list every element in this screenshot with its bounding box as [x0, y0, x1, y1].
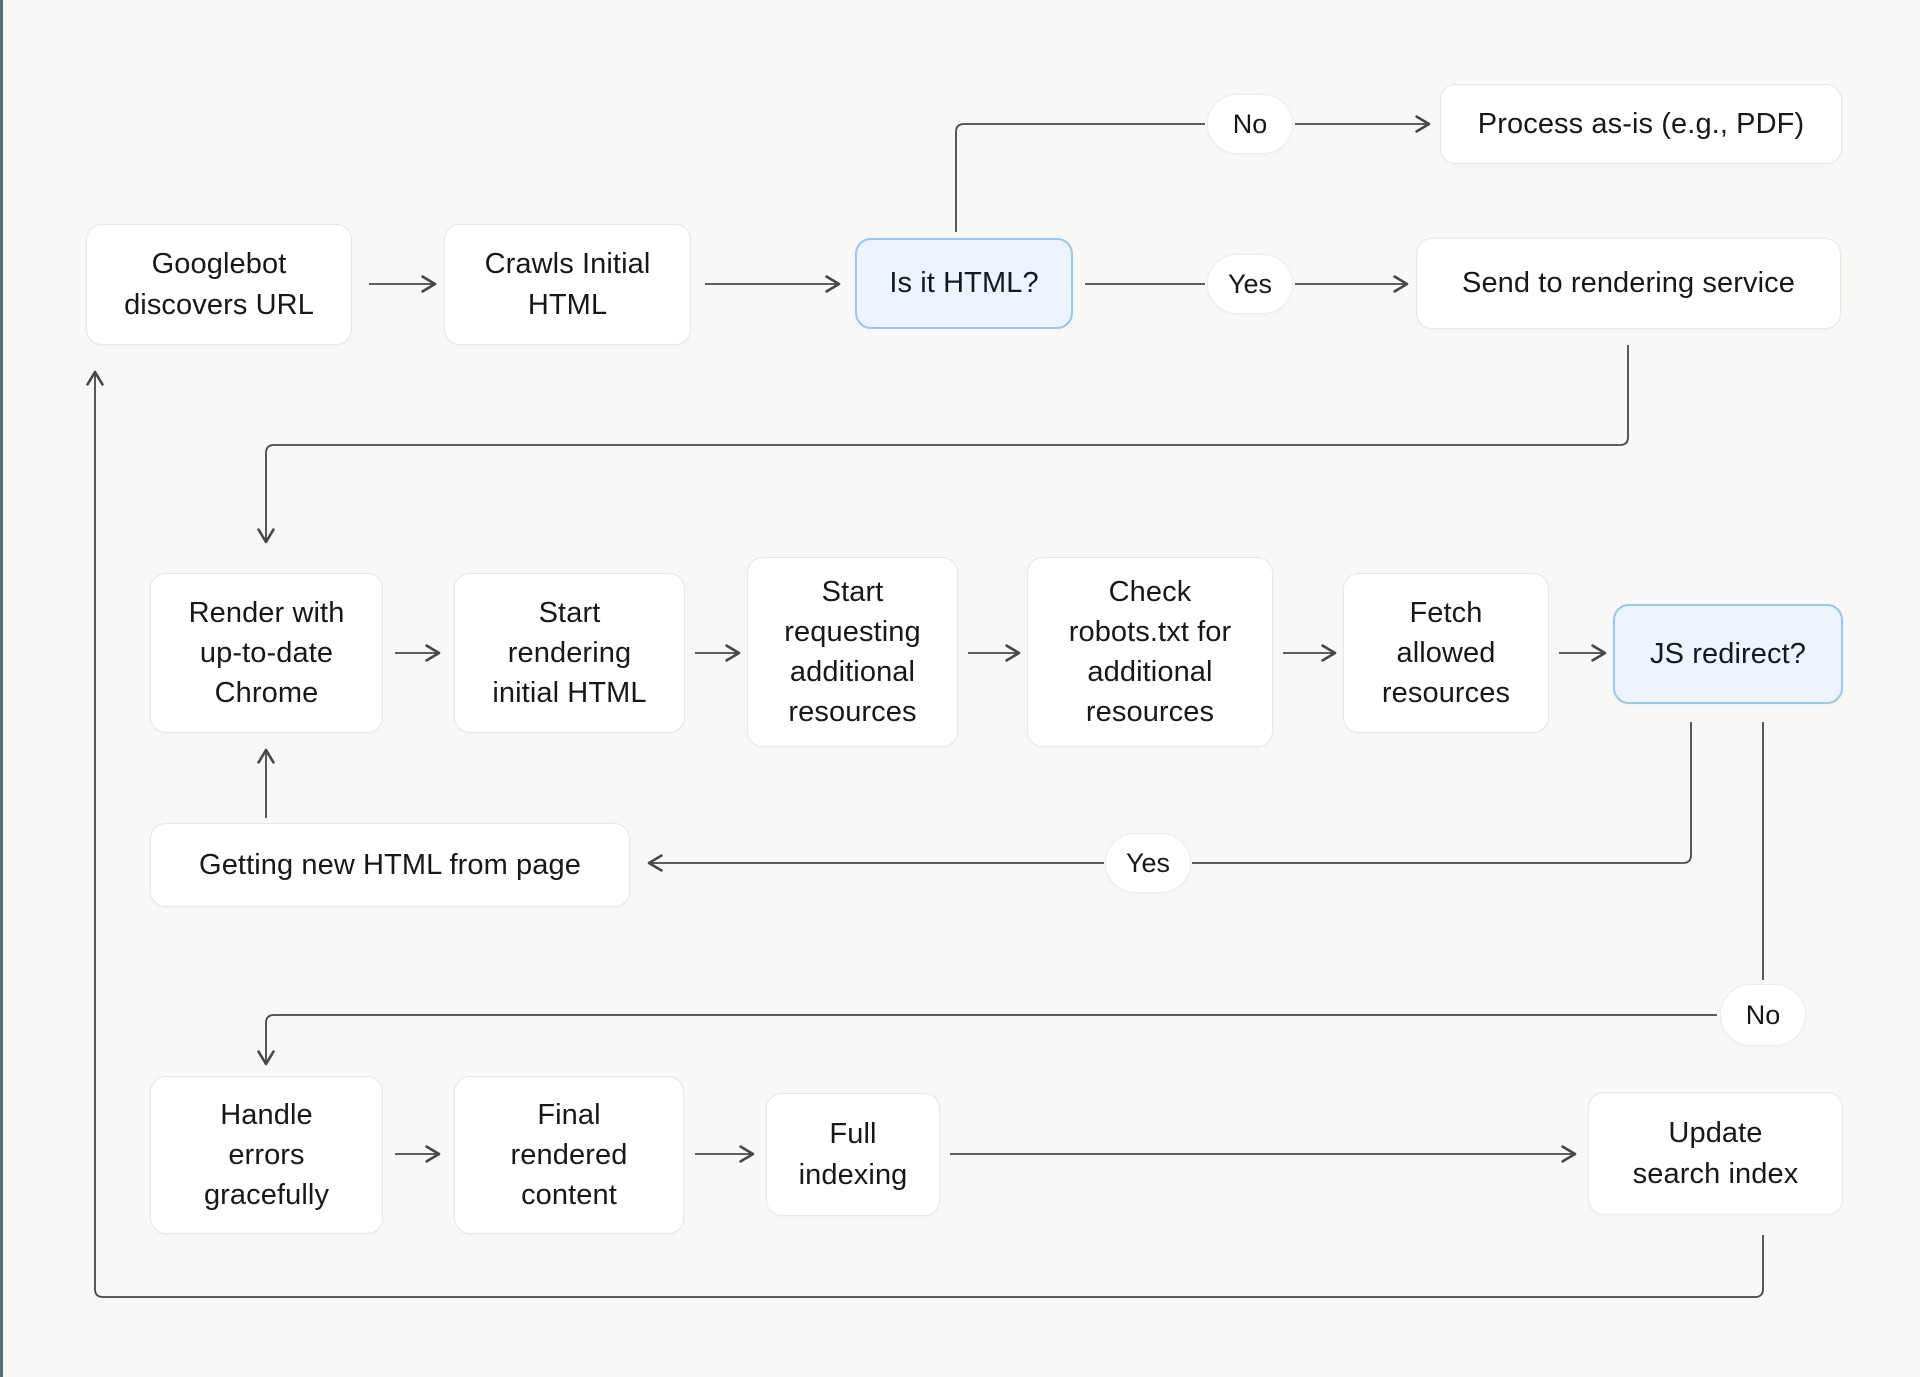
node-label: Getting new HTML from page — [199, 848, 581, 881]
edge-update-feedback-loop — [86, 370, 1764, 1298]
edge-isithtml-to-no-pill — [955, 123, 1205, 232]
node-label: Render with up-to-date Chrome — [188, 596, 345, 709]
node-label: Send to rendering service — [1462, 267, 1795, 300]
node-check-robots-txt: Check robots.txt for additional resource… — [1027, 557, 1273, 747]
edge-jsredirect-yes-drop — [1192, 722, 1692, 864]
node-start-requesting-resources: Start requesting additional resources — [747, 557, 958, 747]
node-process-as-is: Process as-is (e.g., PDF) — [1440, 84, 1842, 164]
edge-label: No — [1232, 108, 1268, 139]
node-label: Handle errors gracefully — [203, 1098, 330, 1211]
node-update-search-index: Update search index — [1588, 1092, 1843, 1215]
edge-label-pill-yes-top: Yes — [1207, 254, 1293, 314]
edge-label: Yes — [1227, 268, 1273, 299]
node-start-rendering-initial-html: Start rendering initial HTML — [454, 573, 685, 733]
node-final-rendered-content: Final rendered content — [454, 1076, 684, 1234]
node-is-it-html: Is it HTML? — [855, 238, 1073, 329]
node-crawls-initial-html: Crawls Initial HTML — [444, 224, 691, 345]
node-label: Update search index — [1632, 1117, 1799, 1190]
node-label: Is it HTML? — [889, 267, 1039, 300]
edge-label: Yes — [1125, 847, 1171, 878]
node-handle-errors-gracefully: Handle errors gracefully — [150, 1076, 383, 1234]
edge-send-to-render-elbow — [257, 345, 1629, 544]
node-getting-new-html: Getting new HTML from page — [150, 823, 630, 907]
node-label: Full indexing — [798, 1118, 908, 1191]
edge-no-pill-to-handleerrors — [257, 1014, 1717, 1066]
node-js-redirect: JS redirect? — [1613, 604, 1843, 704]
node-full-indexing: Full indexing — [766, 1093, 940, 1216]
node-fetch-allowed-resources: Fetch allowed resources — [1343, 573, 1549, 733]
node-label: Start rendering initial HTML — [492, 596, 647, 709]
node-render-with-chrome: Render with up-to-date Chrome — [150, 573, 383, 733]
node-label: Check robots.txt for additional resource… — [1068, 575, 1232, 729]
node-label: Process as-is (e.g., PDF) — [1477, 107, 1805, 140]
node-label: JS redirect? — [1650, 637, 1806, 670]
node-label: Start requesting additional resources — [784, 575, 921, 729]
node-label: Googlebot discovers URL — [124, 248, 314, 321]
connector-lines — [86, 115, 1764, 1298]
node-label: Crawls Initial HTML — [484, 248, 651, 321]
edge-label-pill-yes-mid: Yes — [1105, 833, 1191, 893]
edge-label-pill-no-top: No — [1207, 94, 1293, 154]
edge-label-pill-no-right: No — [1720, 984, 1806, 1046]
node-send-to-rendering-service: Send to rendering service — [1416, 238, 1841, 329]
node-label: Fetch allowed resources — [1381, 596, 1511, 709]
node-label: Final rendered content — [510, 1098, 628, 1211]
node-googlebot-discovers-url: Googlebot discovers URL — [86, 224, 352, 345]
edge-label: No — [1745, 999, 1781, 1030]
